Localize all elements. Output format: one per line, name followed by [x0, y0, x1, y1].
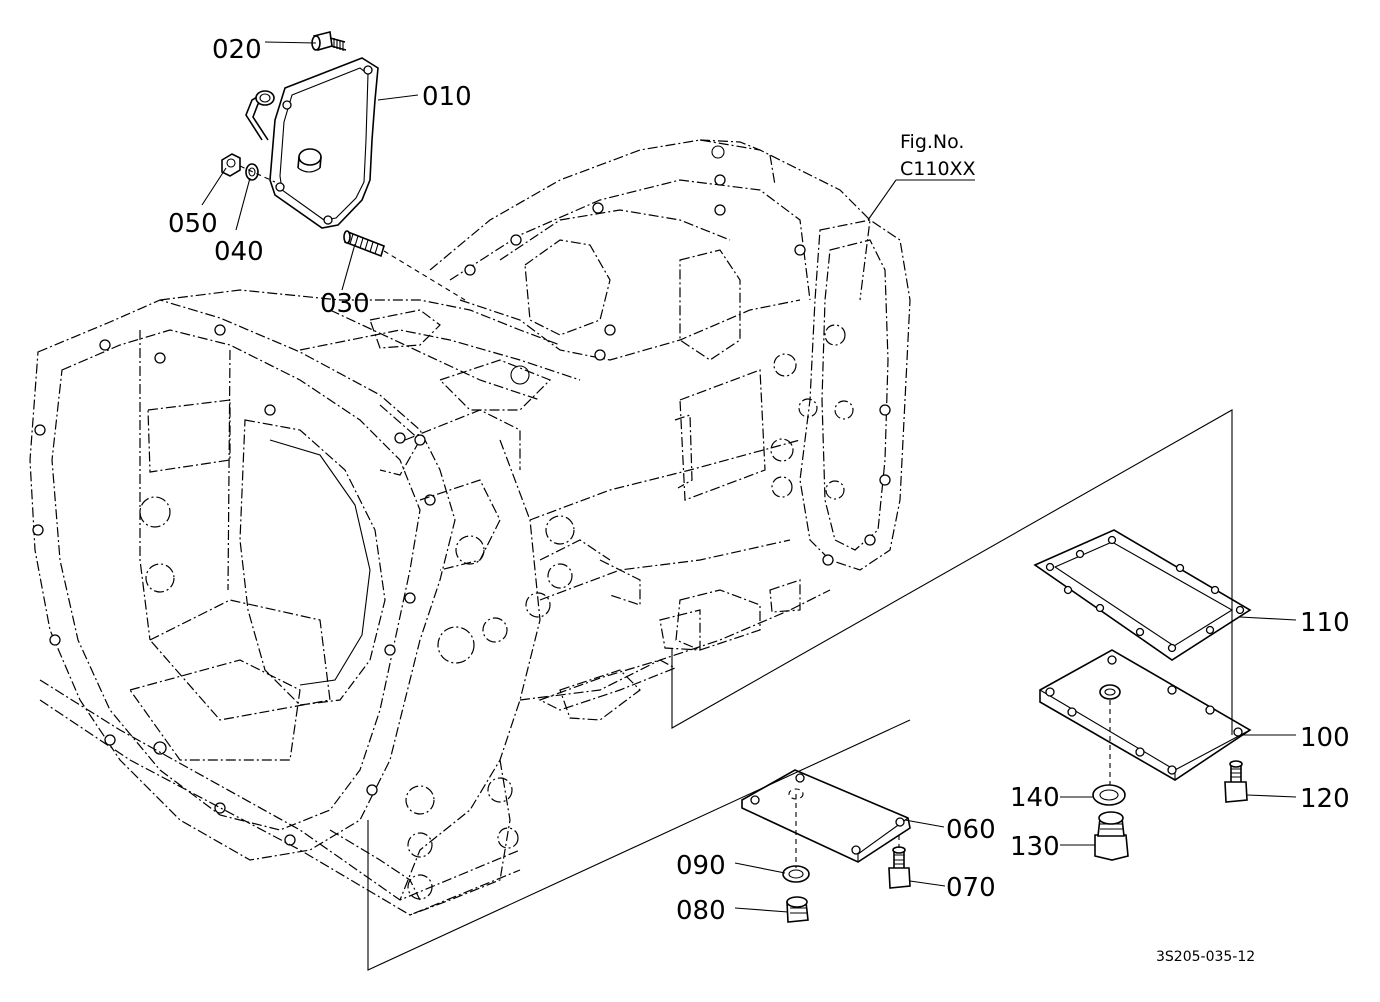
fig-no-value: C110XX — [900, 158, 976, 180]
part-100-cover-plate — [1039, 649, 1252, 781]
label-050: 050 — [168, 209, 218, 239]
part-140-washer — [1092, 784, 1126, 806]
part-020-bolt — [311, 31, 347, 51]
label-020: 020 — [212, 35, 262, 65]
transmission-case — [29, 139, 911, 916]
fig-no-label: Fig.No. — [900, 131, 964, 153]
part-080-plug — [786, 896, 809, 923]
part-060-plate — [741, 769, 911, 863]
label-110: 110 — [1300, 608, 1350, 638]
label-090: 090 — [676, 851, 726, 881]
part-050-nut — [221, 153, 241, 177]
part-070-bolt — [888, 846, 911, 889]
label-060: 060 — [946, 815, 996, 845]
label-080: 080 — [676, 896, 726, 926]
part-010-cover — [245, 57, 379, 229]
document-code: 3S205-035-12 — [1156, 949, 1255, 965]
label-070: 070 — [946, 873, 996, 903]
label-040: 040 — [214, 237, 264, 267]
alignment-line-030 — [383, 250, 466, 301]
label-130: 130 — [1010, 832, 1060, 862]
label-030: 030 — [320, 289, 370, 319]
label-100: 100 — [1300, 723, 1350, 753]
label-010: 010 — [422, 82, 472, 112]
part-labels: 020 010 050 040 030 110 100 140 120 130 … — [168, 35, 1350, 965]
label-120: 120 — [1300, 784, 1350, 814]
part-110-gasket — [1033, 529, 1252, 661]
part-120-bolt — [1224, 760, 1248, 803]
part-090-washer — [782, 865, 810, 883]
label-140: 140 — [1010, 783, 1060, 813]
part-130-plug — [1094, 811, 1129, 861]
projection-lines — [367, 409, 1233, 971]
leader-lines — [201, 41, 1297, 913]
part-030-stud — [343, 230, 385, 258]
alignment-line-050 — [239, 165, 276, 183]
